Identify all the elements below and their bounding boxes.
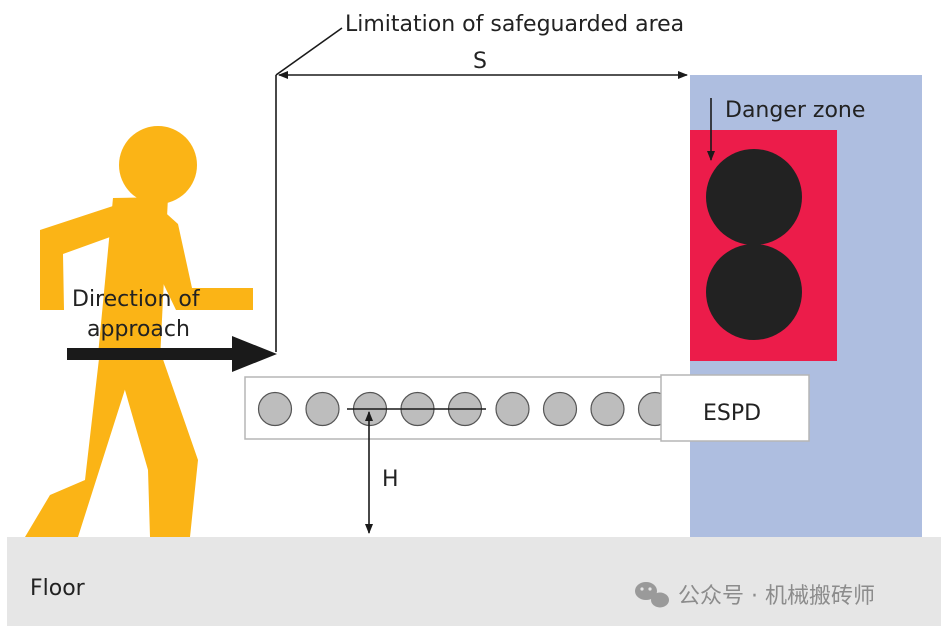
- safeguard-limit-label: Limitation of safeguarded area: [345, 12, 684, 37]
- espd-beam: [495, 391, 530, 427]
- safeguard-limit-leader: [275, 27, 343, 76]
- distance-s-label: S: [473, 49, 487, 74]
- height-h-label: H: [382, 467, 399, 492]
- espd-label-box: [660, 374, 810, 442]
- espd-beam: [305, 391, 340, 427]
- roller-bottom: [706, 244, 802, 340]
- direction-label-line1: Direction of: [72, 287, 201, 312]
- danger-zone-label: Danger zone: [725, 98, 865, 123]
- watermark-text: 公众号 · 机械搬砖师: [678, 584, 875, 609]
- floor: [7, 537, 941, 626]
- espd-beam: [257, 391, 293, 427]
- espd-beam: [590, 391, 625, 427]
- espd-beam: [542, 391, 578, 427]
- person-icon: [25, 126, 253, 537]
- floor-label: Floor: [30, 576, 86, 601]
- roller-top: [706, 149, 802, 245]
- direction-label-line2: approach: [87, 317, 190, 342]
- espd-label: ESPD: [703, 401, 761, 426]
- espd-beams: [257, 391, 673, 427]
- direction-arrow: [67, 336, 277, 372]
- wechat-icon: [635, 582, 669, 608]
